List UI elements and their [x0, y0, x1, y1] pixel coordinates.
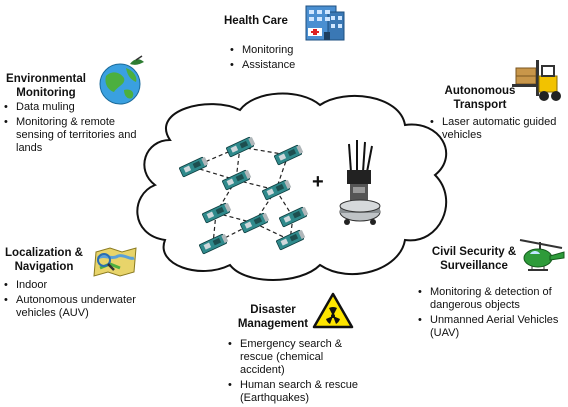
civil-security-section: Civil Security & Surveillance: [424, 245, 524, 273]
civil-title-line1: Civil Security &: [431, 246, 517, 258]
health-care-title: Health Care: [224, 15, 288, 27]
localization-title-line1: Localization &: [5, 247, 83, 259]
disaster-item-2: Human search & rescue (Earthquakes): [228, 379, 368, 405]
transport-title-line1: Autonomous: [444, 85, 516, 97]
localization-title-line2: Navigation: [14, 261, 74, 273]
civil-item-2: Unmanned Aerial Vehicles (UAV): [418, 314, 566, 340]
localization-item-2: Autonomous underwater vehicles (AUV): [4, 294, 154, 320]
localization-item-1: Indoor: [4, 279, 154, 292]
hospital-icon: [305, 5, 345, 41]
disaster-item-1: Emergency search & rescue (chemical acci…: [228, 338, 368, 377]
civil-item-1: Monitoring & detection of dangerous obje…: [418, 286, 566, 312]
health-item-1: Monitoring: [230, 44, 404, 57]
environmental-title-line2: Monitoring: [16, 87, 76, 99]
environmental-item-1: Data muling: [4, 101, 154, 114]
environmental-title-line1: Environmental: [6, 73, 86, 85]
localization-list: Indoor Autonomous underwater vehicles (A…: [4, 279, 154, 322]
transport-item-1: Laser automatic guided vehicles: [430, 116, 565, 142]
helicopter-icon: [519, 239, 565, 271]
transport-title-line2: Transport: [453, 99, 507, 111]
disaster-title-line2: Management: [237, 318, 309, 330]
health-item-2: Assistance: [230, 59, 404, 72]
map-icon: [93, 247, 137, 277]
robot-icon: [339, 140, 381, 225]
transport-list: Laser automatic guided vehicles: [430, 116, 565, 144]
globe-icon: [99, 55, 144, 105]
forklift-icon: [512, 60, 561, 101]
civil-title-line2: Surveillance: [440, 260, 508, 272]
health-care-section: Health Care Monitoring Assistance: [224, 14, 404, 74]
environmental-item-2: Monitoring & remote sensing of territori…: [4, 116, 154, 155]
disaster-management-section: Disaster Management: [228, 303, 318, 331]
civil-list: Monitoring & detection of dangerous obje…: [418, 286, 566, 342]
plus-sign: +: [312, 171, 324, 193]
radiation-icon: [312, 292, 354, 329]
disaster-list: Emergency search & rescue (chemical acci…: [228, 338, 368, 407]
environmental-monitoring-section: Environmental Monitoring: [0, 72, 92, 100]
disaster-title-line1: Disaster: [250, 304, 296, 316]
environmental-list: Data muling Monitoring & remote sensing …: [4, 101, 154, 157]
autonomous-transport-section: Autonomous Transport: [440, 84, 520, 112]
localization-navigation-section: Localization & Navigation: [2, 246, 86, 274]
